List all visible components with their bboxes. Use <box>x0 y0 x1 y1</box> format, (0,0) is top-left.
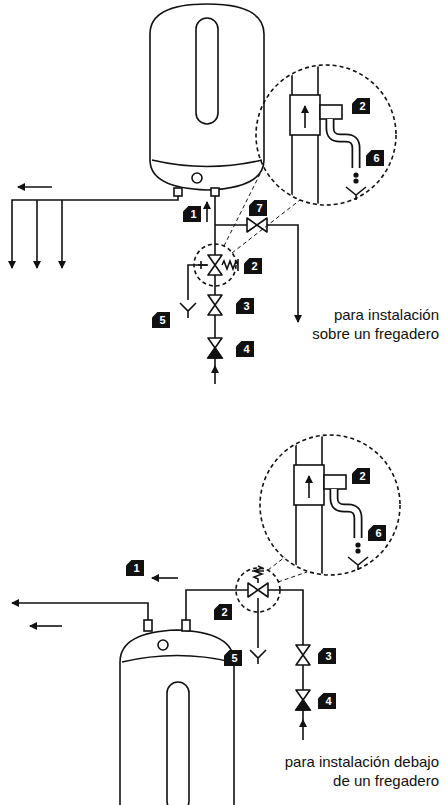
detail-inset <box>260 435 400 575</box>
spring-symbol <box>222 259 238 271</box>
valve-symbol <box>296 645 310 665</box>
inlet-stub <box>211 188 219 196</box>
outlet-stub <box>144 620 152 631</box>
check-valve-symbol <box>208 338 222 358</box>
callout-number: 2 <box>244 258 262 274</box>
hot-branch <box>61 200 63 268</box>
flow-arrow <box>30 625 62 627</box>
check-valve-fill <box>296 700 310 710</box>
flow-arrow <box>152 577 178 579</box>
valve-handle <box>324 475 346 489</box>
check-valve-symbol <box>296 690 310 710</box>
drain-funnel <box>348 557 368 570</box>
detail-inset <box>256 65 396 205</box>
callout-number: 3 <box>318 648 336 664</box>
water-drop <box>356 549 360 553</box>
heater-tank <box>120 630 234 805</box>
caption-note: para instalación debajo de un fregadero <box>279 752 439 790</box>
detail-leader <box>268 557 307 582</box>
safety-valve-symbol <box>208 255 222 275</box>
callout-number: 2 <box>214 604 232 620</box>
callout-number: 1 <box>126 560 144 576</box>
valve-symbol <box>208 295 222 315</box>
check-valve-fill <box>208 348 222 358</box>
cold-pipe <box>186 590 258 620</box>
callout-number: 6 <box>366 150 384 166</box>
callout-number: 4 <box>236 341 254 357</box>
heater-tank <box>150 4 264 190</box>
flow-arrow <box>304 106 306 128</box>
water-drop <box>356 543 360 547</box>
spring-symbol <box>252 566 264 583</box>
water-drop <box>354 173 358 177</box>
hot-branch <box>36 200 38 268</box>
callout-number: 7 <box>249 200 267 216</box>
callout-number: 1 <box>183 206 201 222</box>
pipework <box>12 4 400 805</box>
callout-number: 6 <box>368 525 386 541</box>
inlet-arrow <box>302 720 304 740</box>
heater-knob <box>158 640 168 650</box>
callout-number: 2 <box>352 468 370 484</box>
flow-arrow <box>18 186 52 188</box>
callout-number: 2 <box>352 98 370 114</box>
heater-window <box>196 18 218 124</box>
water-drop <box>354 179 358 183</box>
drain-tube <box>330 119 356 168</box>
drain-pipe <box>257 598 259 648</box>
valve-symbol <box>247 218 267 232</box>
heater-window <box>167 682 189 805</box>
safety-valve-symbol <box>248 583 268 597</box>
outlet-stub <box>174 188 182 196</box>
detail-leader <box>224 170 300 253</box>
drain-tube <box>334 489 358 538</box>
hot-pipe <box>12 603 148 620</box>
callout-number: 4 <box>318 693 336 709</box>
flow-arrow <box>206 202 208 222</box>
detail-circle <box>194 244 236 286</box>
caption-note: para instalación sobre un fregadero <box>299 305 439 343</box>
cold-pipe <box>258 590 303 720</box>
drain-pipe <box>188 265 208 300</box>
heater-knob <box>192 173 202 183</box>
drain-funnel <box>250 650 266 664</box>
hot-pipe <box>12 196 178 268</box>
valve-body <box>290 95 320 135</box>
callout-number: 3 <box>236 298 254 314</box>
callout-number: 5 <box>152 312 170 328</box>
drain-tube <box>330 119 356 168</box>
drain-tube <box>334 489 358 538</box>
lever-symbol <box>198 261 207 269</box>
tank-seam <box>152 160 262 167</box>
valve-body <box>294 465 324 505</box>
inlet-stub <box>182 620 190 631</box>
drain-funnel <box>180 303 196 318</box>
drain-funnel <box>346 187 366 200</box>
tank-seam <box>122 656 232 663</box>
inlet-arrow <box>214 366 216 384</box>
valve-handle <box>320 105 342 119</box>
flow-arrow <box>308 476 310 498</box>
